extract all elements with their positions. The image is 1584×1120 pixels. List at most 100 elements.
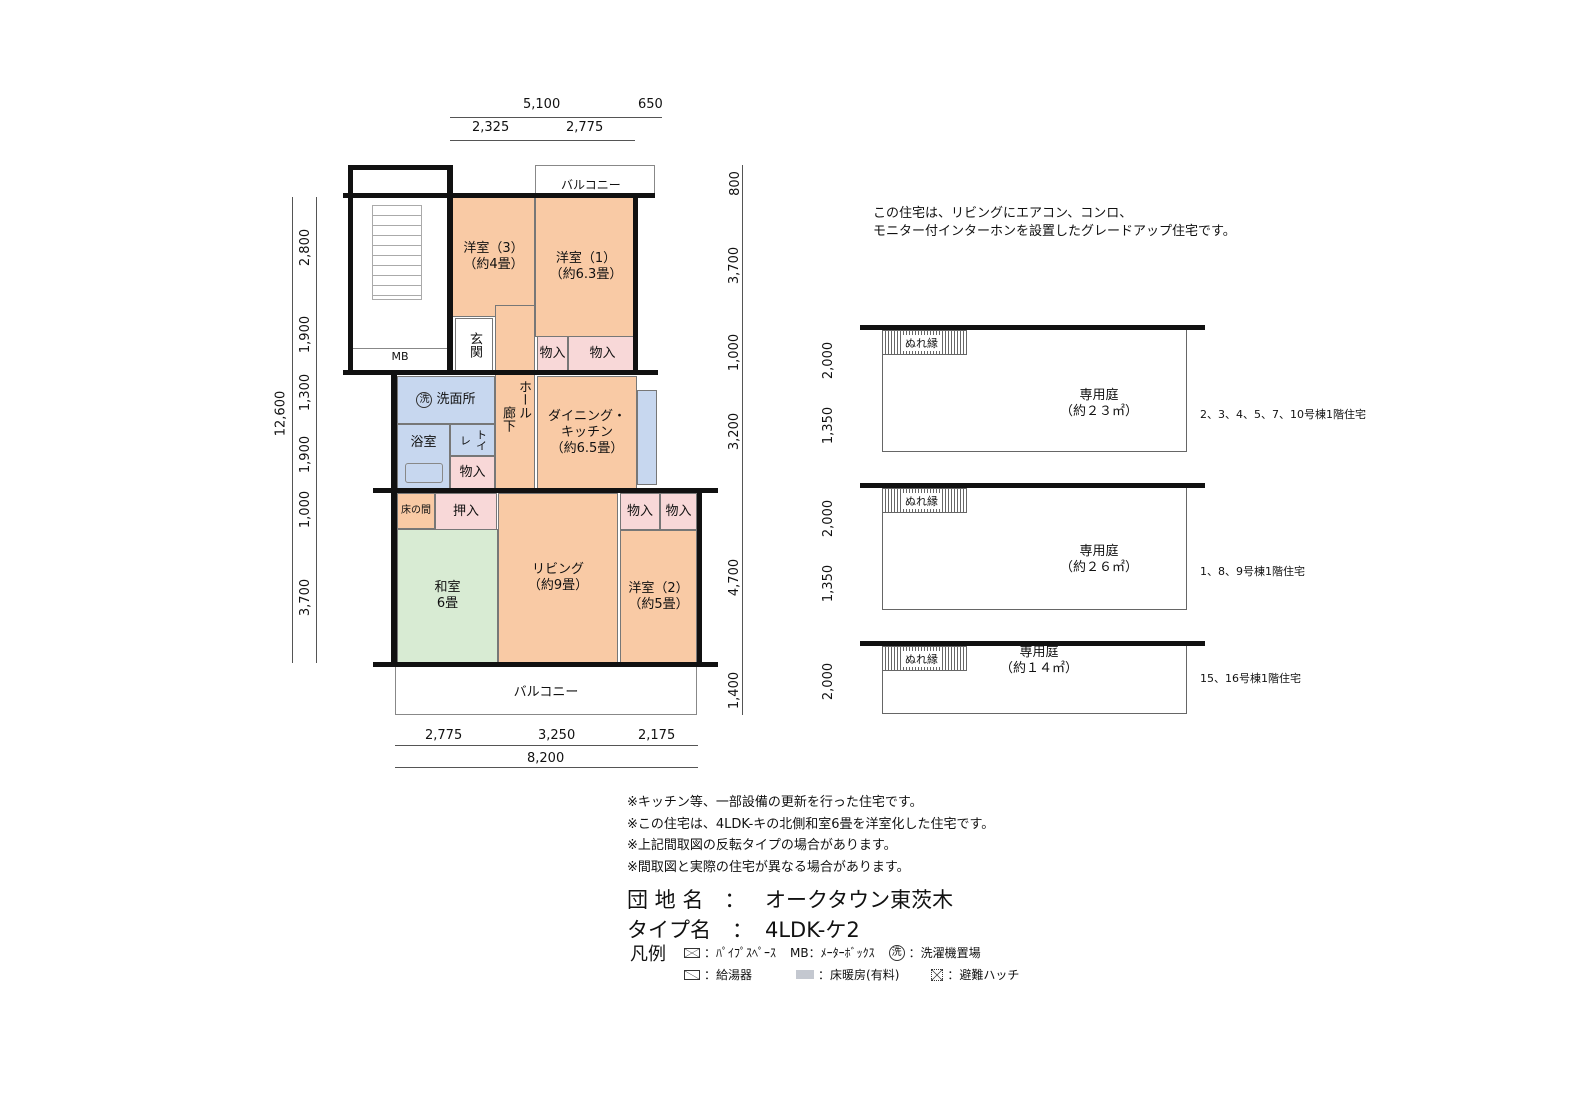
room-label: 洋室（3） xyxy=(463,241,524,256)
deck: ぬれ縁 xyxy=(882,646,967,671)
storage: 物入 xyxy=(537,336,568,372)
meter-box-label: MB xyxy=(352,348,448,364)
toilet: トイレ xyxy=(450,424,495,456)
bathtub-icon xyxy=(404,463,443,483)
estate-label: 団 地 名 ： xyxy=(627,888,746,912)
dim-left: 1,000 xyxy=(298,490,314,529)
living-room: リビング（約9畳） xyxy=(498,493,618,663)
garden-buildings: 2、3、4、5、7、10号棟1階住宅 xyxy=(1200,408,1366,421)
room-western-3: 洋室（3）（約4畳） xyxy=(452,197,535,317)
dim-line xyxy=(316,197,317,663)
wall xyxy=(697,488,702,666)
garden-outline xyxy=(882,488,1187,610)
escape-hatch-icon xyxy=(931,968,944,981)
bathroom: 浴室 xyxy=(397,424,450,490)
wall xyxy=(633,193,638,373)
dim-line xyxy=(395,745,698,746)
dim-bottom: 3,250 xyxy=(538,728,576,743)
garden-area: （約２６㎡） xyxy=(1060,560,1139,575)
note-line: ※キッチン等、一部設備の更新を行った住宅です。 xyxy=(627,795,923,810)
tokonoma: 床の間 xyxy=(397,493,435,529)
dim-left: 2,800 xyxy=(298,228,314,267)
legend-title: 凡例 xyxy=(630,944,666,965)
garden-buildings: 1、8、9号棟1階住宅 xyxy=(1200,565,1305,578)
wall xyxy=(860,325,1205,330)
wall xyxy=(348,165,353,375)
deck-label: ぬれ縁 xyxy=(903,493,940,509)
floor-heating-icon xyxy=(796,970,815,979)
note-line: ※上記間取図の反転タイプの場合があります。 xyxy=(627,838,897,853)
balcony-south: バルコニー xyxy=(395,667,697,715)
wall xyxy=(373,488,718,493)
dining-kitchen: ダイニング・キッチン（約6.5畳） xyxy=(537,376,637,490)
dim-line xyxy=(450,117,662,118)
wall xyxy=(343,370,658,375)
water-heater-icon xyxy=(684,969,700,980)
dim-left: 1,900 xyxy=(298,435,314,474)
room-label: ダイニング・キッチン xyxy=(547,409,626,440)
legend-row-2: ：給湯器 ：床暖房(有料) ：避難ハッチ xyxy=(684,966,1019,983)
garden-outline xyxy=(882,330,1187,452)
wall xyxy=(348,165,452,170)
deck-label: ぬれ縁 xyxy=(903,651,940,667)
legend-item: ：洗濯機置場 xyxy=(908,946,981,960)
estate-name: オークタウン東茨木 xyxy=(765,888,954,912)
entrance: 玄関 xyxy=(455,318,493,372)
note-line: ※この住宅は、4LDK-キの北側和室6畳を洋室化した住宅です。 xyxy=(627,816,995,832)
room-label: リビング xyxy=(531,562,584,577)
garden-buildings: 15、16号棟1階住宅 xyxy=(1200,672,1301,685)
dim-top-total: 5,100 xyxy=(523,97,561,112)
dim-top-2: 2,775 xyxy=(566,120,604,135)
storage: 物入 xyxy=(568,336,637,372)
room-label: 洋室（1） xyxy=(555,251,617,266)
wall xyxy=(373,662,718,667)
wall xyxy=(343,193,655,198)
washer-icon: 洗 xyxy=(888,944,905,961)
wall xyxy=(860,641,1205,646)
dim-top-1: 2,325 xyxy=(472,120,510,135)
pipe-space-icon xyxy=(684,947,700,958)
room-size: （約6.5畳） xyxy=(550,441,624,456)
wall xyxy=(447,165,453,375)
garden-label: 専用庭（約２６㎡） xyxy=(1060,544,1138,576)
garden-outline xyxy=(882,646,1187,714)
garden-dim: 2,000 xyxy=(821,662,837,701)
intro-text: この住宅は、リビングにエアコン、コンロ、 モニター付インターホンを設置したグレー… xyxy=(873,205,1236,241)
dim-left: 1,900 xyxy=(298,315,314,354)
room-size: （約4畳） xyxy=(463,257,524,272)
dim-line xyxy=(292,197,293,663)
room-western-1: 洋室（1）（約6.3畳） xyxy=(535,197,637,337)
dim-top-balcony: 650 xyxy=(638,97,663,112)
legend-row-1: ：ﾊﾟｲﾌﾟｽﾍﾟｰｽ MB：ﾒｰﾀｰﾎﾞｯｸｽ 洗 ：洗濯機置場 xyxy=(684,944,981,961)
legend-item: ：給湯器 xyxy=(704,968,753,982)
stairwell: MB xyxy=(352,170,448,372)
garden-plan-2: ぬれ縁 2,000 1,350 専用庭（約２６㎡） 1、8、9号棟1階住宅 xyxy=(821,471,1390,611)
legend-item: MB：ﾒｰﾀｰﾎﾞｯｸｽ xyxy=(790,946,875,960)
legend-item: ：ﾊﾟｲﾌﾟｽﾍﾟｰｽ xyxy=(704,946,777,960)
garden-name: 専用庭 xyxy=(1079,544,1119,559)
dim-line xyxy=(450,140,635,141)
washroom: 洗洗面所 xyxy=(397,376,495,424)
hall: ホール廊下 xyxy=(495,305,535,493)
oshiire: 押入 xyxy=(435,493,497,531)
garden-dim: 2,000 xyxy=(821,499,837,538)
dim-bottom-total: 8,200 xyxy=(527,751,565,766)
dim-right: 3,700 xyxy=(727,246,743,285)
deck-label: ぬれ縁 xyxy=(903,335,940,351)
deck: ぬれ縁 xyxy=(882,488,967,513)
dim-right: 3,200 xyxy=(727,412,743,451)
dim-line xyxy=(742,165,743,715)
dim-right: 800 xyxy=(727,171,743,196)
garden-name: 専用庭 xyxy=(1079,388,1119,403)
dim-right: 4,700 xyxy=(727,558,743,597)
dim-right: 1,000 xyxy=(727,333,743,372)
room-size: （約5畳） xyxy=(628,596,689,612)
storage: 物入 xyxy=(620,493,660,530)
corridor-label: 廊下 xyxy=(500,406,515,432)
room-label: 和室 xyxy=(434,580,461,595)
room-label: 洋室（2） xyxy=(628,580,689,596)
storage: 物入 xyxy=(660,493,697,530)
dim-left-total: 12,600 xyxy=(273,390,289,437)
room-label: 洗面所 xyxy=(436,392,476,407)
